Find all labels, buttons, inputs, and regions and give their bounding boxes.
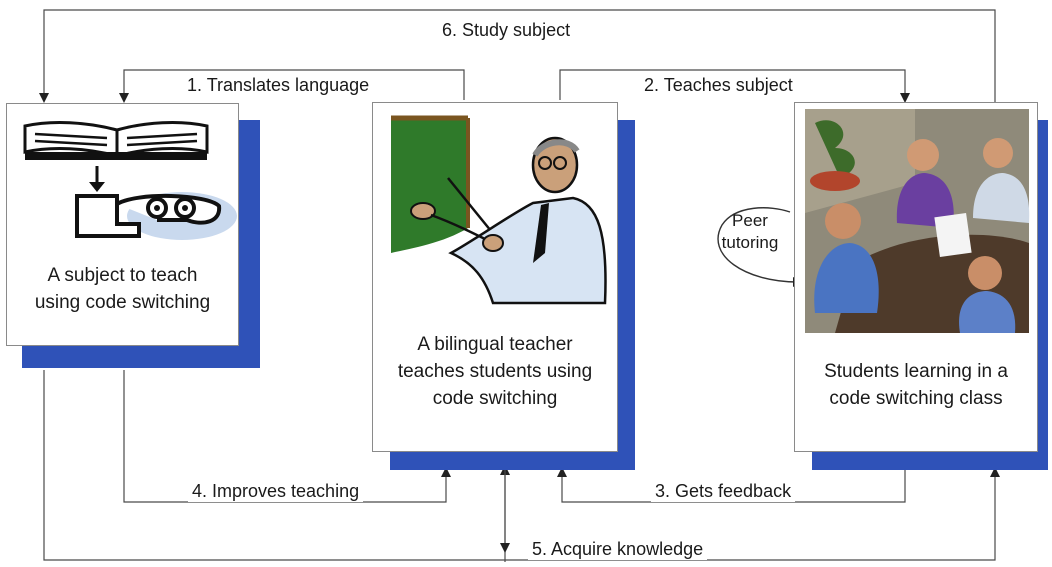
edge-acquire-line (43, 370, 1000, 561)
teacher-at-board-icon (391, 115, 607, 305)
subject-card: A subject to teach using code switching (6, 103, 239, 346)
students-at-table-icon (805, 109, 1030, 333)
teacher-card: A bilingual teacher teaches students usi… (372, 102, 618, 452)
edge-teaches-line (559, 69, 910, 103)
students-label: Students learning in a code switching cl… (824, 361, 1008, 409)
subject-label: A subject to teach using code switching (34, 265, 211, 313)
edge-feedback-label: 3. Gets feedback (651, 480, 796, 502)
edge-study-label: 6. Study subject (438, 19, 575, 41)
peer-tutoring-arc (717, 207, 803, 287)
edge-improves-line (123, 370, 451, 503)
open-book-and-learner-icon (23, 121, 237, 240)
edge-translates-label: 1. Translates language (183, 74, 374, 96)
edge-improves-label: 4. Improves teaching (188, 480, 364, 502)
teacher-label: A bilingual teacher teaches students usi… (397, 334, 593, 409)
edge-acquire-label: 5. Acquire knowledge (528, 538, 708, 560)
edge-teaches-label: 2. Teaches subject (640, 74, 797, 96)
edge-translates-line (119, 69, 465, 103)
students-card: Students learning in a code switching cl… (794, 102, 1038, 452)
peer-tutoring-label: Peer tutoring (721, 211, 779, 252)
edge-study-line (39, 9, 996, 105)
edge-feedback-line (557, 455, 906, 503)
